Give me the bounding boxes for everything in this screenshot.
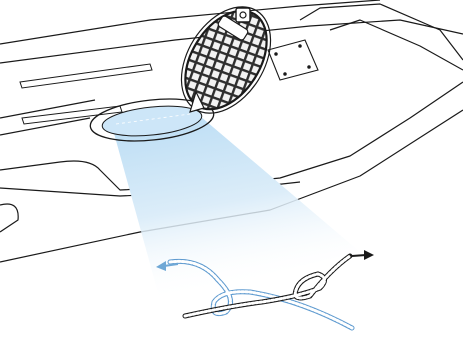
light-beam	[112, 116, 360, 300]
deck-plate	[268, 40, 318, 80]
